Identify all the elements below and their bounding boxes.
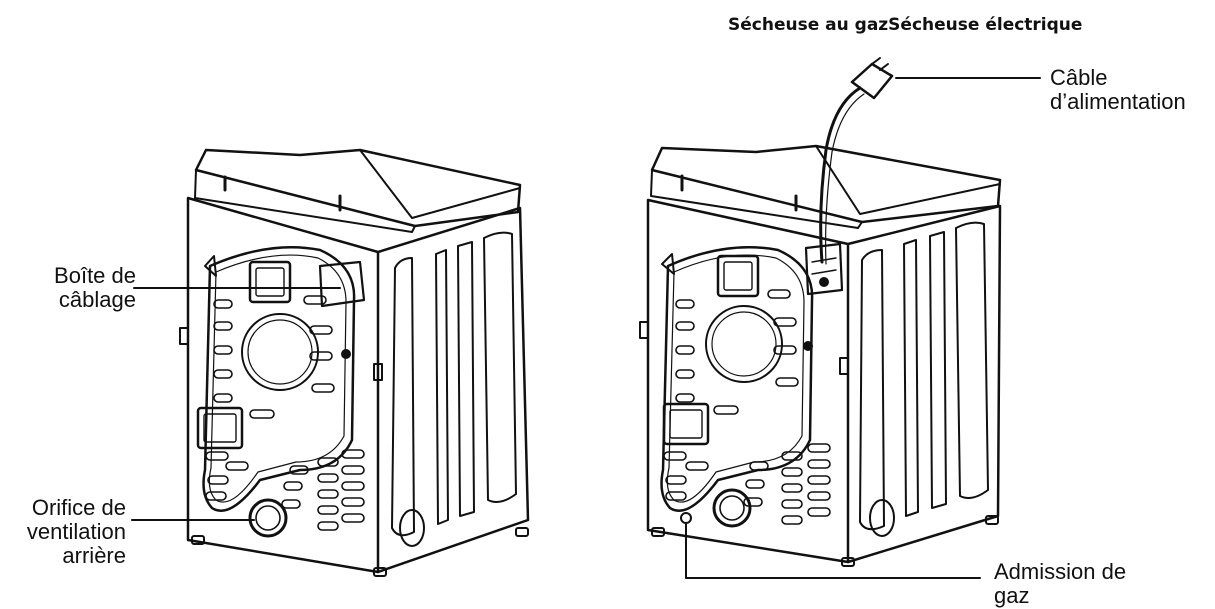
label-wiring-box-line2: câblage	[58, 287, 136, 312]
label-rear-vent: Orifice de ventilation arrière	[0, 496, 126, 568]
label-rear-vent-line2: ventilation	[26, 519, 126, 544]
diagram-title: Sécheuse au gazSécheuse électrique	[728, 15, 1083, 35]
gas-dryer-rear-icon	[179, 148, 530, 577]
label-power-cord-line1: Câble	[1050, 65, 1108, 90]
label-wiring-box: Boîte de câblage	[18, 264, 136, 312]
label-rear-vent-line3: arrière	[62, 543, 126, 568]
label-gas-inlet-line1: Admission de	[994, 559, 1127, 584]
label-gas-inlet: Admission de gaz	[994, 560, 1126, 608]
label-gas-inlet-line2: gaz	[994, 583, 1030, 608]
label-rear-vent-line1: Orifice de	[31, 495, 126, 520]
label-wiring-box-line1: Boîte de	[54, 263, 136, 288]
gas-inlet-leader	[685, 523, 981, 579]
electric-dryer-rear-icon	[639, 57, 1002, 567]
label-power-cord: Câble d’alimentation	[1050, 66, 1186, 114]
label-power-cord-line2: d’alimentation	[1050, 89, 1186, 114]
leader-lines	[131, 77, 1041, 579]
